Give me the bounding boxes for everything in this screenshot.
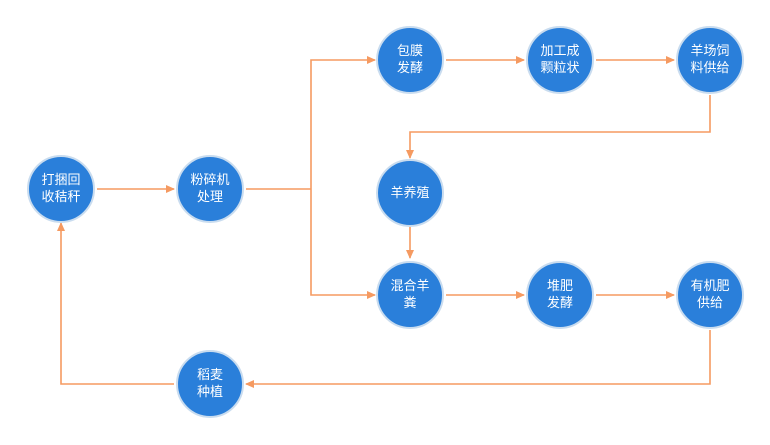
node-crusher-line2: 处理: [196, 190, 223, 205]
node-fertilizer-line1: 有机肥: [690, 279, 730, 294]
node-sheep-feed-line2: 料供给: [690, 61, 730, 76]
node-pelleting-line1: 加工成: [540, 44, 580, 59]
edge-planting-to-straw-baling: [57, 222, 174, 385]
node-planting-line1: 稻麦: [196, 368, 223, 383]
node-mix-manure-line1: 混合羊: [390, 279, 430, 294]
node-crusher-line1: 粉碎机: [190, 173, 230, 188]
node-sheep-feed[interactable]: 羊场饲料供给: [676, 26, 744, 94]
edge-sheep-feed-to-sheep-breeding: [406, 95, 711, 159]
node-silage[interactable]: 包膜发酵: [376, 26, 444, 94]
node-straw-baling[interactable]: 打捆回收秸秆: [27, 155, 95, 223]
node-mix-manure[interactable]: 混合羊粪: [376, 261, 444, 329]
node-straw-baling-line2: 收秸秆: [41, 190, 81, 205]
edge-crusher-to-mix-manure: [310, 189, 376, 299]
node-fertilizer-line2: 供给: [696, 296, 723, 311]
node-crusher[interactable]: 粉碎机处理: [176, 155, 244, 223]
node-silage-line1: 包膜: [396, 44, 423, 59]
node-compost-line1: 堆肥: [546, 279, 573, 294]
node-silage-line2: 发酵: [396, 61, 423, 76]
edge-fertilizer-to-planting: [245, 330, 711, 388]
node-mix-manure-line2: 粪: [403, 296, 417, 311]
node-planting[interactable]: 稻麦种植: [176, 350, 244, 418]
node-pelleting-line2: 颗粒状: [540, 61, 580, 76]
node-sheep-feed-line1: 羊场饲: [690, 44, 730, 59]
node-compost-line2: 发酵: [546, 296, 573, 311]
node-sheep-breeding-line1: 羊养殖: [390, 185, 430, 201]
node-pelleting[interactable]: 加工成颗粒状: [526, 26, 594, 94]
node-compost[interactable]: 堆肥发酵: [526, 261, 594, 329]
node-planting-line2: 种植: [196, 385, 223, 400]
edge-crusher-to-silage: [310, 56, 376, 189]
node-fertilizer[interactable]: 有机肥供给: [676, 261, 744, 329]
node-sheep-breeding[interactable]: 羊养殖: [376, 159, 444, 227]
node-straw-baling-line1: 打捆回: [41, 173, 81, 188]
